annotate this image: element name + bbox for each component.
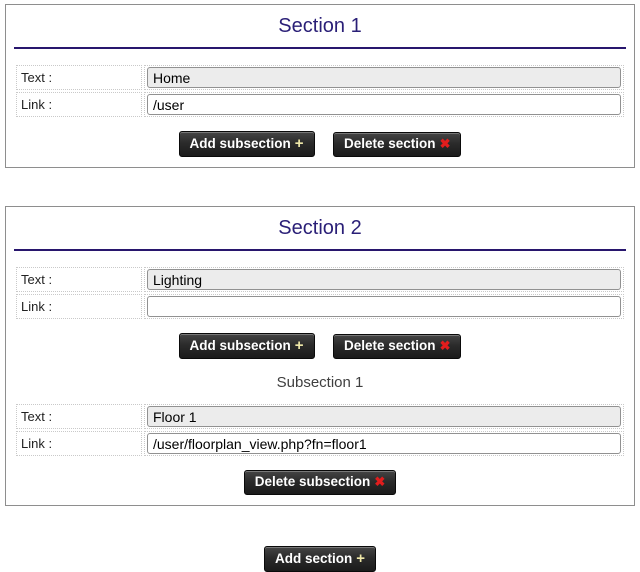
field-row-text: Text : bbox=[16, 267, 624, 292]
delete-section-label: Delete section bbox=[344, 135, 436, 151]
subsection-1-link-input[interactable] bbox=[147, 433, 621, 454]
link-value-cell bbox=[144, 92, 624, 117]
section-1-divider bbox=[14, 47, 626, 49]
text-value-cell bbox=[144, 65, 624, 90]
add-subsection-button[interactable]: Add subsection+ bbox=[178, 131, 315, 157]
section-2-divider bbox=[14, 249, 626, 251]
section-2-text-input[interactable] bbox=[147, 269, 621, 290]
delete-section-button[interactable]: Delete section✖ bbox=[333, 333, 462, 359]
link-label: Link : bbox=[16, 431, 142, 456]
section-2-buttons: Add subsection+ Delete section✖ bbox=[14, 333, 626, 359]
subsection-1-title: Subsection 1 bbox=[276, 374, 364, 391]
section-panel-1: Section 1 Text : Link : Add subsection+ … bbox=[5, 4, 635, 168]
text-label: Text : bbox=[16, 65, 142, 90]
field-row-link: Link : bbox=[16, 92, 624, 117]
link-value-cell bbox=[144, 294, 624, 319]
delete-section-label: Delete section bbox=[344, 337, 436, 353]
section-1-link-input[interactable] bbox=[147, 94, 621, 115]
text-value-cell bbox=[144, 267, 624, 292]
plus-icon: + bbox=[294, 337, 304, 354]
text-label: Text : bbox=[16, 267, 142, 292]
text-value-cell bbox=[144, 404, 624, 429]
add-subsection-button[interactable]: Add subsection+ bbox=[178, 333, 315, 359]
subsection-1-buttons: Delete subsection✖ bbox=[14, 470, 626, 495]
delete-x-icon: ✖ bbox=[439, 337, 451, 353]
section-panel-2: Section 2 Text : Link : Add subsection+ … bbox=[5, 206, 635, 506]
field-row-text: Text : bbox=[16, 404, 624, 429]
add-section-button[interactable]: Add section+ bbox=[263, 546, 377, 572]
link-label: Link : bbox=[16, 294, 142, 319]
section-2-fields: Text : Link : bbox=[14, 265, 626, 321]
link-value-cell bbox=[144, 431, 624, 456]
field-row-link: Link : bbox=[16, 294, 624, 319]
plus-icon: + bbox=[294, 135, 304, 152]
add-subsection-label: Add subsection bbox=[189, 338, 291, 353]
plus-icon: + bbox=[356, 550, 366, 567]
delete-x-icon: ✖ bbox=[439, 135, 451, 151]
section-1-buttons: Add subsection+ Delete section✖ bbox=[14, 131, 626, 157]
field-row-link: Link : bbox=[16, 431, 624, 456]
add-subsection-label: Add subsection bbox=[189, 136, 291, 151]
add-section-label: Add section bbox=[274, 551, 353, 566]
text-label: Text : bbox=[16, 404, 142, 429]
add-section-row: Add section+ bbox=[0, 546, 640, 572]
section-1-fields: Text : Link : bbox=[14, 63, 626, 119]
link-label: Link : bbox=[16, 92, 142, 117]
delete-subsection-button[interactable]: Delete subsection✖ bbox=[243, 470, 397, 495]
subsection-1-fields: Text : Link : bbox=[14, 402, 626, 458]
section-1-title: Section 1 bbox=[278, 15, 362, 37]
field-row-text: Text : bbox=[16, 65, 624, 90]
delete-subsection-label: Delete subsection bbox=[254, 474, 371, 489]
section-2-link-input[interactable] bbox=[147, 296, 621, 317]
subsection-1-text-input[interactable] bbox=[147, 406, 621, 427]
delete-section-button[interactable]: Delete section✖ bbox=[333, 131, 462, 157]
section-1-text-input[interactable] bbox=[147, 67, 621, 88]
delete-x-icon: ✖ bbox=[374, 474, 386, 489]
section-2-title: Section 2 bbox=[278, 217, 362, 239]
